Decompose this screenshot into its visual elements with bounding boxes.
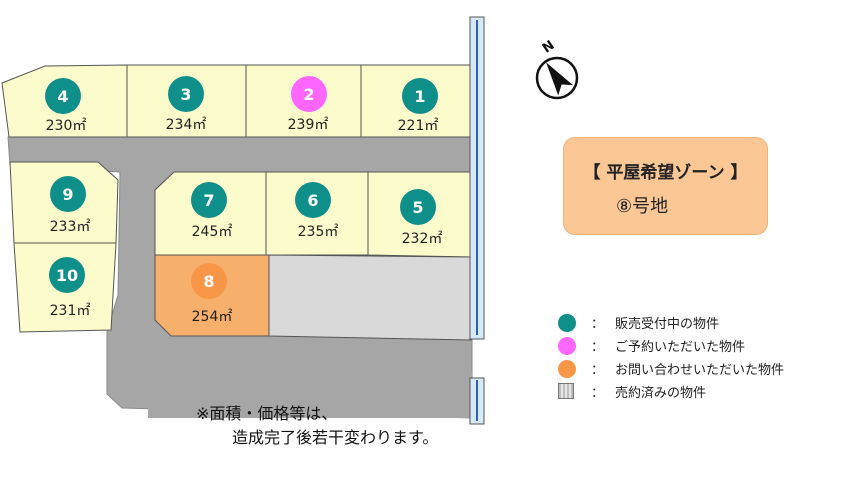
- lot-area: 245㎡: [192, 224, 233, 240]
- lot-marker-7[interactable]: 7 245㎡: [191, 182, 232, 240]
- lot-number: 5: [412, 198, 423, 217]
- lot-status-dot: [49, 257, 85, 293]
- lot-area: 235㎡: [298, 224, 339, 240]
- legend-row-inquired: ： お問い合わせいただいた物件: [558, 358, 828, 378]
- lot-status-dot: [402, 78, 438, 114]
- lot-area: 221㎡: [398, 118, 439, 134]
- lot-number: 2: [303, 85, 314, 104]
- north-compass-icon: N: [535, 38, 579, 100]
- lot-number: 10: [56, 266, 78, 285]
- lot-number: 8: [203, 272, 214, 291]
- road-entrance: [148, 372, 472, 418]
- lot-status-dot: [291, 76, 327, 112]
- legend-label: 販売受付中の物件: [615, 317, 720, 332]
- lot-number: 3: [180, 85, 191, 104]
- lot-area: 239㎡: [288, 117, 329, 133]
- legend-label: 売約済みの物件: [615, 386, 707, 401]
- legend-label: お問い合わせいただいた物件: [615, 363, 785, 378]
- north-label: N: [540, 38, 558, 57]
- lot-area: 234㎡: [166, 117, 207, 133]
- lot-status-dot: [45, 78, 81, 114]
- lot-status-dot: [191, 263, 227, 299]
- legend-row-for-sale: ： 販売受付中の物件: [558, 312, 828, 332]
- lot-marker-4[interactable]: 4 230㎡: [45, 78, 86, 134]
- reserved-dot-icon: [558, 337, 576, 355]
- lot-area: 231㎡: [50, 303, 91, 319]
- lot-marker-1[interactable]: 1 221㎡: [398, 78, 439, 134]
- lot-marker-3[interactable]: 3 234㎡: [166, 76, 207, 133]
- lot-area: 233㎡: [50, 219, 91, 235]
- lot-marker-2[interactable]: 2 239㎡: [288, 76, 329, 133]
- lot-number: 1: [414, 87, 425, 106]
- note-line-2: 造成完了後若干変わります。: [232, 428, 439, 447]
- inquired-dot-icon: [558, 360, 576, 378]
- preference-zone-box: 【 平屋希望ゾーン 】 ⑧号地: [563, 137, 768, 235]
- lot-status-dot: [191, 182, 227, 218]
- lot-number: 4: [57, 87, 68, 106]
- lot-status-dot: [400, 189, 436, 225]
- lot-marker-5[interactable]: 5 232㎡: [400, 189, 442, 247]
- lot-number: 9: [62, 185, 73, 204]
- legend-label: ご予約いただいた物件: [615, 340, 746, 355]
- lot-number: 6: [307, 191, 318, 210]
- lot-area: 232㎡: [402, 231, 443, 247]
- legend-row-reserved: ： ご予約いただいた物件: [558, 335, 828, 355]
- lot-status-dot: [295, 182, 331, 218]
- lot-marker-6[interactable]: 6 235㎡: [295, 182, 338, 240]
- lot-number: 7: [203, 191, 214, 210]
- lot-status-dot: [168, 76, 204, 112]
- sold-parcel: [268, 254, 472, 341]
- lot-marker-8[interactable]: 8 254㎡: [191, 263, 232, 325]
- lot-area: 254㎡: [192, 309, 233, 325]
- for-sale-dot-icon: [558, 314, 576, 332]
- lot-marker-10[interactable]: 10 231㎡: [49, 257, 90, 319]
- lot-marker-9[interactable]: 9 233㎡: [50, 176, 91, 235]
- legend-row-sold: ： 売約済みの物件: [558, 381, 828, 401]
- lot-area: 230㎡: [46, 118, 87, 134]
- lot-status-dot: [50, 176, 86, 212]
- zone-lot: ⑧号地: [616, 196, 669, 217]
- note-line-1: ※面積・価格等は、: [196, 404, 338, 423]
- sold-square-icon: [558, 383, 574, 399]
- zone-title: 【 平屋希望ゾーン 】: [583, 163, 748, 183]
